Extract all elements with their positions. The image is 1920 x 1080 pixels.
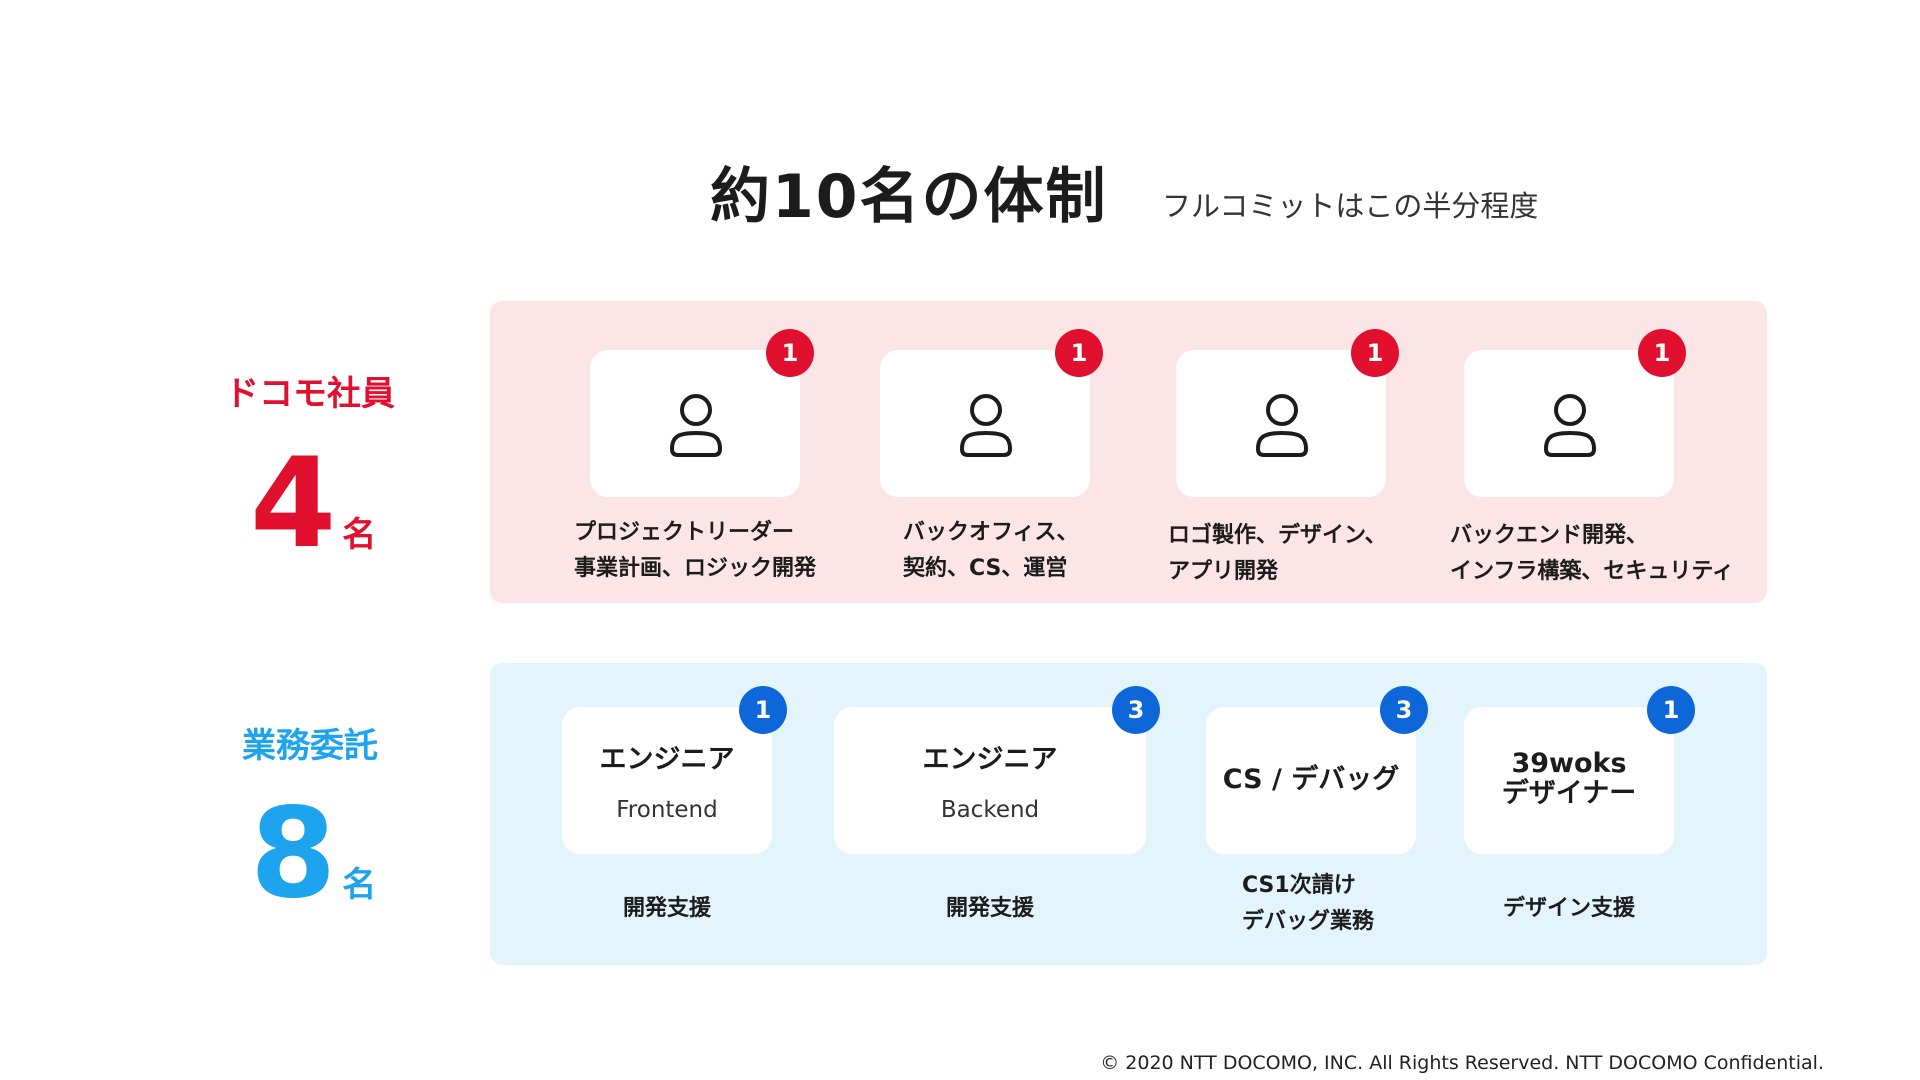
docomo-group-label: ドコモ社員 (225, 374, 395, 414)
role-count-badge: 1 (739, 686, 787, 734)
member-count-badge: 1 (1638, 329, 1686, 377)
copyright-footer: © 2020 NTT DOCOMO, INC. All Rights Reser… (1100, 1052, 1824, 1074)
role-support-line: CS1次請け (1242, 873, 1356, 898)
member-description-line: インフラ構築、セキュリティ (1450, 559, 1735, 584)
member-description-line: 契約、CS、運営 (903, 556, 1068, 581)
member-count-badge: 1 (766, 329, 814, 377)
role-support: 開発支援 (945, 896, 1034, 921)
role-support: 開発支援 (622, 896, 711, 921)
member-description-line: ロゴ製作、デザイン、 (1168, 523, 1387, 548)
role-card: 39woks デザイナー (1464, 707, 1674, 854)
docomo-count-number: 4 (250, 432, 337, 576)
role-count-badge: 1 (1647, 686, 1695, 734)
role-title: CS / デバッグ (1222, 764, 1400, 795)
role-support: CS1次請け デバッグ業務 (1242, 868, 1374, 940)
role-title: デザイナー (1501, 778, 1637, 809)
person-icon (1543, 394, 1597, 457)
person-icon (669, 394, 723, 457)
member-description-line: プロジェクトリーダー (574, 520, 795, 545)
role-title: エンジニア (922, 744, 1058, 775)
role-count-badge: 3 (1380, 686, 1428, 734)
member-card (590, 350, 800, 497)
role-support: デザイン支援 (1502, 896, 1635, 921)
member-card (1176, 350, 1386, 497)
role-title: 39woks (1511, 748, 1627, 779)
member-card (880, 350, 1090, 497)
role-title: エンジニア (599, 744, 735, 775)
member-description-line: 事業計画、ロジック開発 (574, 556, 817, 581)
member-description-line: バックエンド開発、 (1450, 523, 1649, 548)
role-subtitle: Frontend (616, 797, 718, 823)
role-support-line: デバッグ業務 (1242, 909, 1375, 934)
outsourced-group-label: 業務委託 (242, 726, 378, 766)
role-card: CS / デバッグ (1206, 707, 1416, 854)
outsourced-count-number: 8 (250, 782, 337, 926)
member-description: ロゴ製作、デザイン、 アプリ開発 (1168, 518, 1387, 590)
role-card: エンジニア Backend (834, 707, 1146, 854)
member-description: バックエンド開発、 インフラ構築、セキュリティ (1450, 518, 1734, 590)
page-title: 約10名の体制 (710, 162, 1108, 232)
role-card: エンジニア Frontend (562, 707, 772, 854)
member-description: バックオフィス、 契約、CS、運営 (903, 515, 1079, 587)
member-description: プロジェクトリーダー 事業計画、ロジック開発 (574, 515, 816, 587)
person-icon (1255, 394, 1309, 457)
member-count-badge: 1 (1055, 329, 1103, 377)
member-description-line: バックオフィス、 (903, 520, 1079, 545)
outsourced-count-unit: 名 (342, 865, 377, 905)
member-count-badge: 1 (1351, 329, 1399, 377)
person-icon (959, 394, 1013, 457)
page-subtitle: フルコミットはこの半分程度 (1162, 189, 1539, 223)
member-card (1464, 350, 1674, 497)
docomo-count-unit: 名 (342, 515, 377, 555)
member-description-line: アプリ開発 (1168, 559, 1279, 584)
role-count-badge: 3 (1112, 686, 1160, 734)
role-subtitle: Backend (940, 797, 1040, 823)
